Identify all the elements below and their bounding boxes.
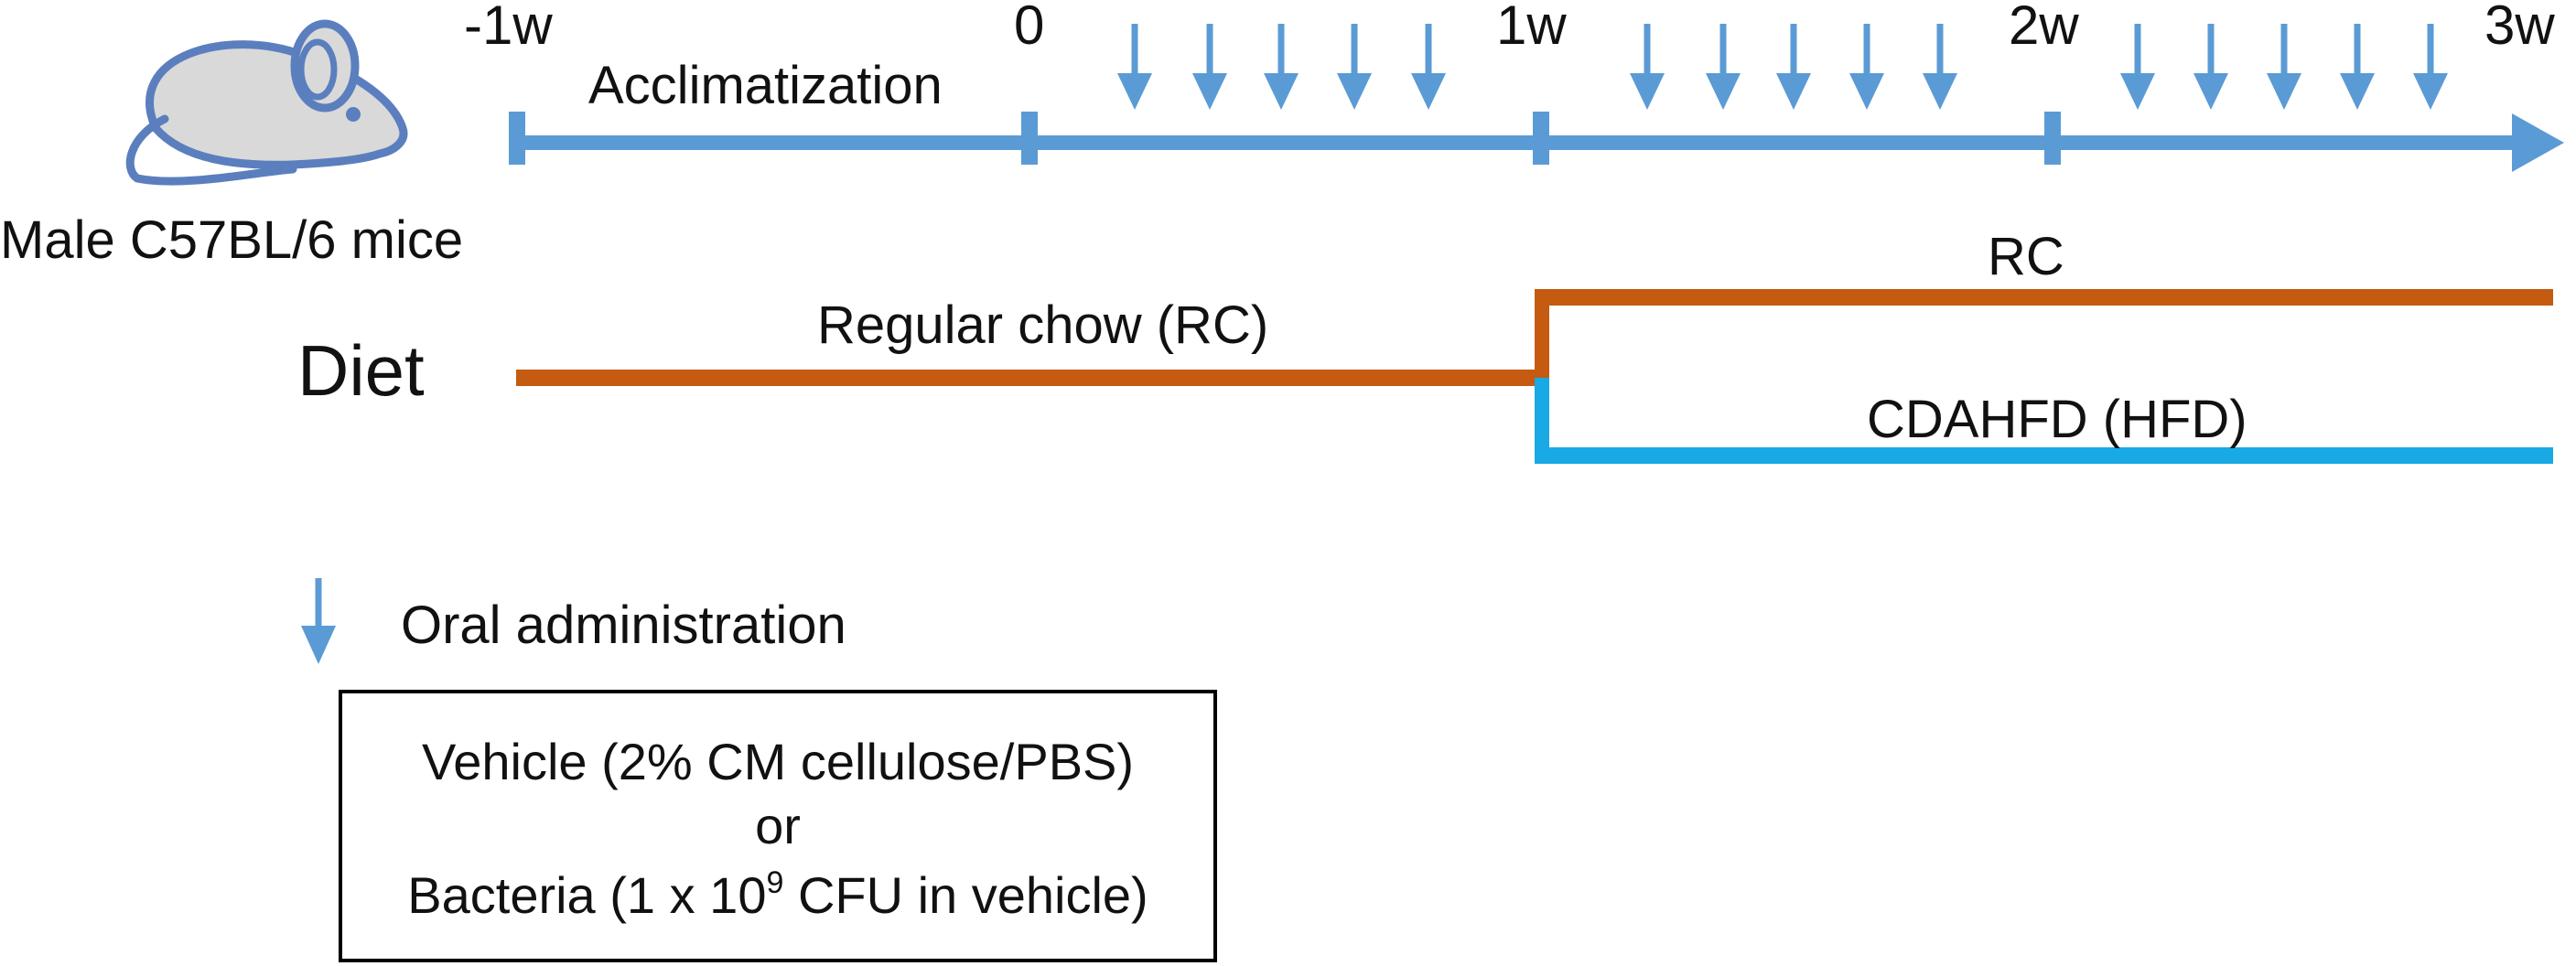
vehicle-label: Vehicle (2% CM cellulose/PBS) bbox=[422, 733, 1134, 790]
dosing-arrow bbox=[1411, 24, 1446, 110]
tick-label-3w: 3w bbox=[2484, 0, 2555, 56]
dosing-arrow bbox=[1776, 24, 1811, 110]
dosing-arrow bbox=[1264, 24, 1299, 110]
dosing-arrow bbox=[2340, 24, 2375, 110]
tick-label-2w: 2w bbox=[2009, 0, 2079, 56]
or-label: or bbox=[755, 797, 801, 854]
tick-label-0: 0 bbox=[1014, 0, 1044, 56]
bacteria-label: Bacteria (1 x 109 CFU in vehicle) bbox=[407, 865, 1148, 924]
rc-label: RC bbox=[1988, 227, 2064, 286]
dosing-arrow bbox=[1706, 24, 1741, 110]
dosing-arrow bbox=[2267, 24, 2301, 110]
dosing-arrow bbox=[2193, 24, 2228, 110]
dosing-arrow bbox=[2120, 24, 2155, 110]
diet-lines bbox=[516, 289, 2553, 464]
bacteria-exponent: 9 bbox=[766, 865, 783, 900]
regular-chow-label: Regular chow (RC) bbox=[817, 295, 1268, 355]
acclimatization-label: Acclimatization bbox=[588, 56, 943, 115]
mouse-icon bbox=[125, 19, 408, 186]
tick-label-minus-1w: -1w bbox=[464, 0, 553, 56]
dosing-arrows bbox=[1117, 24, 2448, 110]
treatment-box bbox=[339, 690, 1217, 962]
subject-label: Male C57BL/6 mice bbox=[0, 210, 463, 270]
hfd-label: CDAHFD (HFD) bbox=[1867, 390, 2247, 449]
dosing-arrow bbox=[1849, 24, 1884, 110]
dosing-arrow bbox=[1923, 24, 1957, 110]
dosing-arrow bbox=[1337, 24, 1372, 110]
tick-label-1w: 1w bbox=[1496, 0, 1567, 56]
oral-administration-label: Oral administration bbox=[401, 596, 846, 655]
legend-arrow-icon bbox=[301, 578, 336, 664]
bacteria-suffix: CFU in vehicle) bbox=[783, 866, 1148, 924]
bacteria-prefix: Bacteria (1 x 10 bbox=[407, 866, 766, 924]
diet-title: Diet bbox=[297, 330, 425, 411]
dosing-arrow bbox=[1192, 24, 1227, 110]
dosing-arrow bbox=[1117, 24, 1152, 110]
timeline-axis bbox=[509, 112, 2564, 172]
dosing-arrow bbox=[1630, 24, 1665, 110]
dosing-arrow bbox=[2413, 24, 2448, 110]
